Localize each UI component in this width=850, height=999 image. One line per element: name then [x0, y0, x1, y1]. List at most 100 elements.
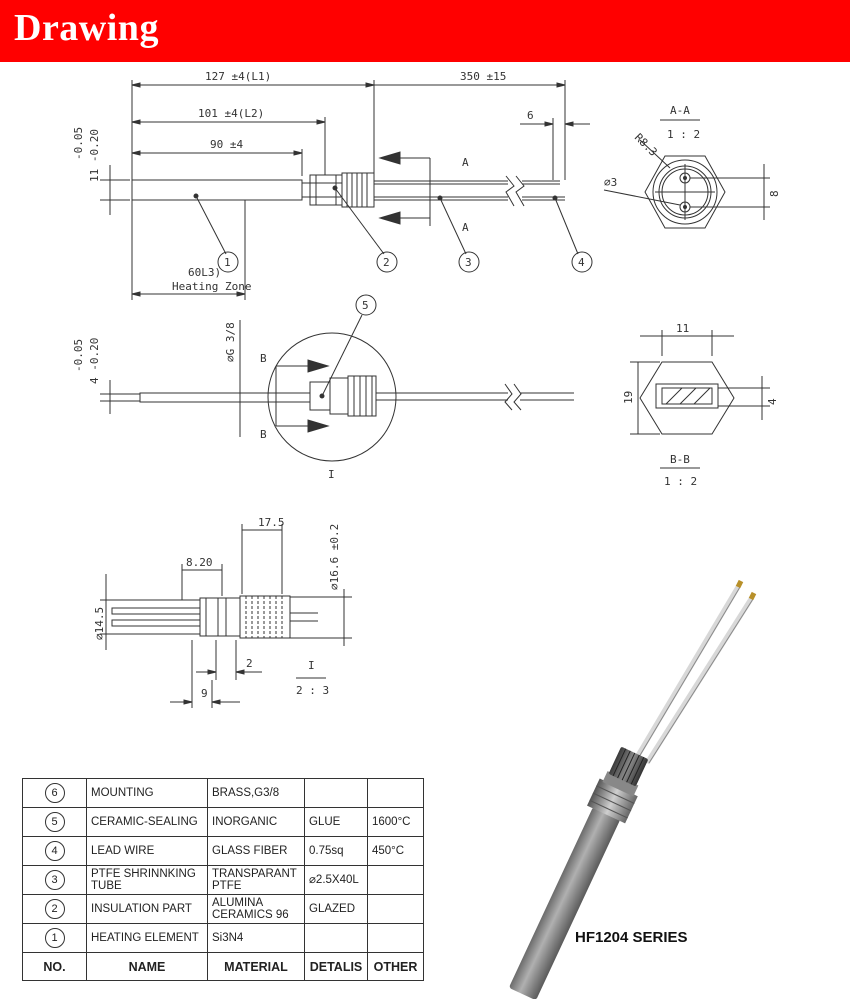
row-material: GLASS FIBER: [207, 836, 305, 866]
header-banner: Drawing: [0, 0, 850, 62]
dim-8-20: 8.20: [186, 556, 213, 569]
heating-element-body: [131, 179, 303, 201]
row-name: INSULATION PART: [86, 894, 208, 924]
row-number: 6: [44, 783, 65, 803]
row-details: [304, 923, 368, 953]
header-other: OTHER: [367, 952, 424, 981]
bb-height: 19: [622, 391, 635, 404]
middle-view: -0.05 4 -0.20 ⌀G 3/8 B B 5 I: [72, 294, 574, 481]
heating-zone-length: 60L3): [188, 266, 221, 279]
tol-top-b: 11 -0.20: [88, 129, 101, 182]
callout-2: [376, 251, 398, 273]
bom-table: 6 MOUNTING BRASS,G3/8 5 CERAMIC-SEALING …: [22, 778, 424, 981]
aa-hole-dia: ⌀3: [604, 176, 617, 189]
table-row: 4 LEAD WIRE GLASS FIBER 0.75sq 450°C: [22, 836, 424, 866]
technical-drawing: 127 ±4(L1) 350 ±15 101 ±4(L2) 90 ±4 6 -0…: [72, 70, 781, 708]
row-details: ⌀2.5X40L: [304, 865, 368, 895]
row-number: 5: [44, 812, 65, 832]
row-details: [304, 778, 368, 808]
row-name: LEAD WIRE: [86, 836, 208, 866]
page-title: Drawing: [14, 7, 159, 49]
row-number: 2: [44, 899, 65, 919]
detail-ref-2: I: [308, 659, 315, 672]
svg-text:2: 2: [383, 256, 390, 269]
dim-90: 90 ±4: [210, 138, 243, 151]
dim-17-5: 17.5: [258, 516, 285, 529]
row-other: 1600°C: [367, 807, 424, 837]
tol-mid-b: 4 -0.20: [88, 338, 101, 384]
dim-14-5: ⌀14.5: [93, 607, 106, 640]
callout-3: [458, 251, 480, 273]
lead-wires: [634, 579, 757, 765]
row-other: [367, 778, 424, 808]
table-header-row: NO. NAME MATERIAL DETALIS OTHER: [22, 952, 424, 981]
table-row: 2 INSULATION PART ALUMINA CERAMICS 96 GL…: [22, 894, 424, 924]
section-a-a: A-A 1 : 2 R8.3 ⌀3 8: [603, 104, 781, 229]
row-material: Si3N4: [207, 923, 305, 953]
callout-5: [355, 294, 377, 316]
row-material: TRANSPARANT PTFE: [207, 865, 305, 895]
row-details: 0.75sq: [304, 836, 368, 866]
tol-top-a: -0.05: [72, 127, 85, 160]
row-name: PTFE SHRINNKING TUBE: [86, 865, 208, 895]
row-details: GLAZED: [304, 894, 368, 924]
table-row: 6 MOUNTING BRASS,G3/8: [22, 778, 424, 808]
section-b-b: 11 19 4 B-B 1 : 2: [622, 322, 779, 488]
mounting-nut: [309, 174, 343, 206]
detail-view: 17.5 ⌀16.6 ±0.2 8.20 ⌀14.5: [93, 516, 352, 708]
section-b-bottom: B: [260, 428, 267, 441]
callout-1: [217, 251, 239, 273]
row-name: MOUNTING: [86, 778, 208, 808]
row-details: GLUE: [304, 807, 368, 837]
row-name: CERAMIC-SEALING: [86, 807, 208, 837]
row-material: ALUMINA CERAMICS 96: [207, 894, 305, 924]
dim-2: 2: [246, 657, 253, 670]
detail-ref: I: [328, 468, 335, 481]
dim-l1: 127 ±4(L1): [205, 70, 271, 83]
aa-scale: 1 : 2: [667, 128, 700, 141]
section-b-top: B: [260, 352, 267, 365]
brass-mounting: [587, 778, 638, 824]
header-material: MATERIAL: [207, 952, 305, 981]
dim-l2: 101 ±4(L2): [198, 107, 264, 120]
ceramic-rod: [509, 807, 620, 999]
thread-label: ⌀G 3/8: [224, 322, 237, 362]
bb-width: 11: [676, 322, 689, 335]
dim-9: 9: [201, 687, 208, 700]
detail-circle: [267, 332, 397, 462]
svg-text:3: 3: [465, 256, 472, 269]
row-other: [367, 894, 424, 924]
header-name: NAME: [86, 952, 208, 981]
row-number: 3: [44, 870, 65, 890]
row-material: INORGANIC: [207, 807, 305, 837]
row-number: 4: [44, 841, 65, 861]
tol-mid-a: -0.05: [72, 339, 85, 372]
table-row: 3 PTFE SHRINNKING TUBE TRANSPARANT PTFE …: [22, 865, 424, 895]
dim-350: 350 ±15: [460, 70, 506, 83]
heating-zone-label: Heating Zone: [172, 280, 251, 293]
row-other: [367, 923, 424, 953]
section-a-top: A: [462, 156, 469, 169]
svg-text:1: 1: [224, 256, 231, 269]
top-view: 127 ±4(L1) 350 ±15 101 ±4(L2) 90 ±4 6 -0…: [72, 70, 593, 300]
product-series-title: HF1204 SERIES: [575, 929, 688, 946]
bb-slot: 4: [766, 398, 779, 405]
header-details: DETALIS: [304, 952, 368, 981]
table-row: 5 CERAMIC-SEALING INORGANIC GLUE 1600°C: [22, 807, 424, 837]
row-name: HEATING ELEMENT: [86, 923, 208, 953]
svg-text:5: 5: [362, 299, 369, 312]
aa-title: A-A: [670, 104, 690, 117]
callout-4: [571, 251, 593, 273]
row-other: 450°C: [367, 836, 424, 866]
bb-scale: 1 : 2: [664, 475, 697, 488]
product-illustration: [509, 579, 757, 999]
table-row: 1 HEATING ELEMENT Si3N4: [22, 923, 424, 953]
middle-body: [139, 392, 311, 403]
header-no: NO.: [22, 952, 87, 981]
row-other: [367, 865, 424, 895]
svg-text:4: 4: [578, 256, 585, 269]
aa-pitch: 8: [768, 190, 781, 197]
row-number: 1: [44, 928, 65, 948]
row-material: BRASS,G3/8: [207, 778, 305, 808]
dim-16-6: ⌀16.6 ±0.2: [328, 524, 341, 590]
